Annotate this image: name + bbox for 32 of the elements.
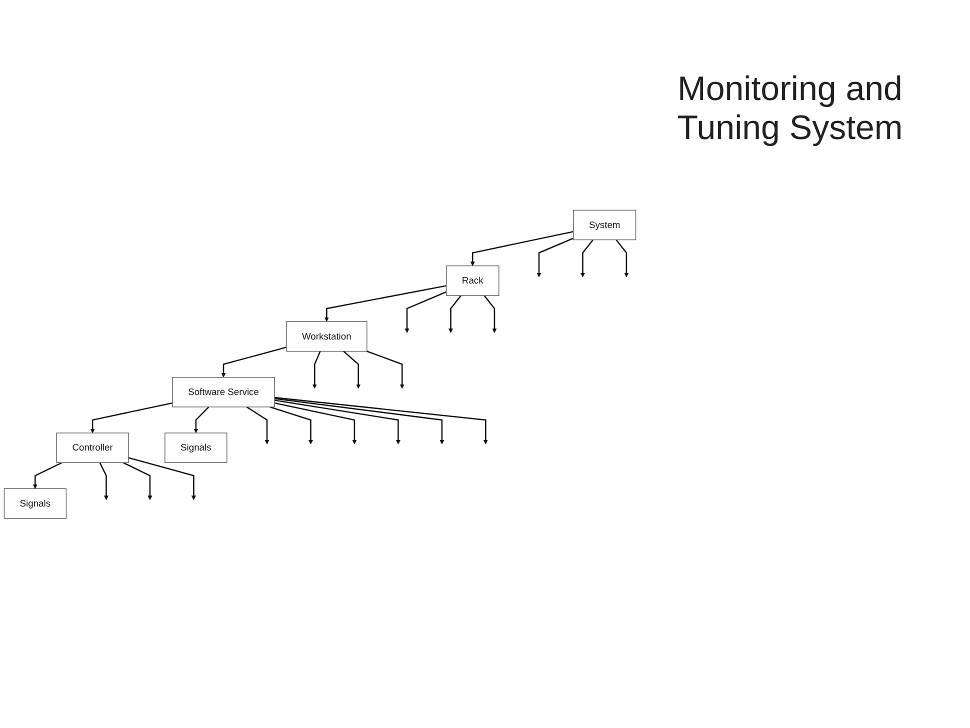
arrow (616, 239, 629, 277)
arrow (470, 230, 574, 266)
arrow (343, 350, 361, 388)
component-box: Signals (4, 488, 66, 518)
arrow (536, 237, 574, 277)
arrow (99, 462, 109, 500)
arrow (274, 396, 488, 444)
arrow (324, 284, 446, 322)
component-box: Software Service (172, 376, 275, 407)
arrow (221, 346, 287, 378)
arrow (366, 350, 404, 388)
component-box: Rack (446, 265, 500, 296)
arrow (484, 294, 497, 333)
arrow (194, 406, 210, 433)
arrow (580, 239, 594, 277)
arrow (312, 350, 321, 388)
arrow (246, 406, 270, 444)
arrow (274, 399, 400, 444)
arrow (32, 462, 62, 489)
arrow (128, 456, 196, 500)
arrow (404, 291, 447, 333)
arrow (90, 402, 173, 433)
component-box: System (573, 210, 636, 240)
component-box: Controller (56, 432, 129, 463)
arrow (270, 406, 314, 444)
component-box: Signals (164, 432, 228, 463)
arrow (274, 402, 357, 444)
component-box: Workstation (286, 321, 368, 352)
diagram-title: Monitoring and Tuning System (676, 70, 904, 148)
arrow (274, 398, 444, 444)
arrow (122, 462, 152, 500)
arrow (448, 294, 462, 333)
